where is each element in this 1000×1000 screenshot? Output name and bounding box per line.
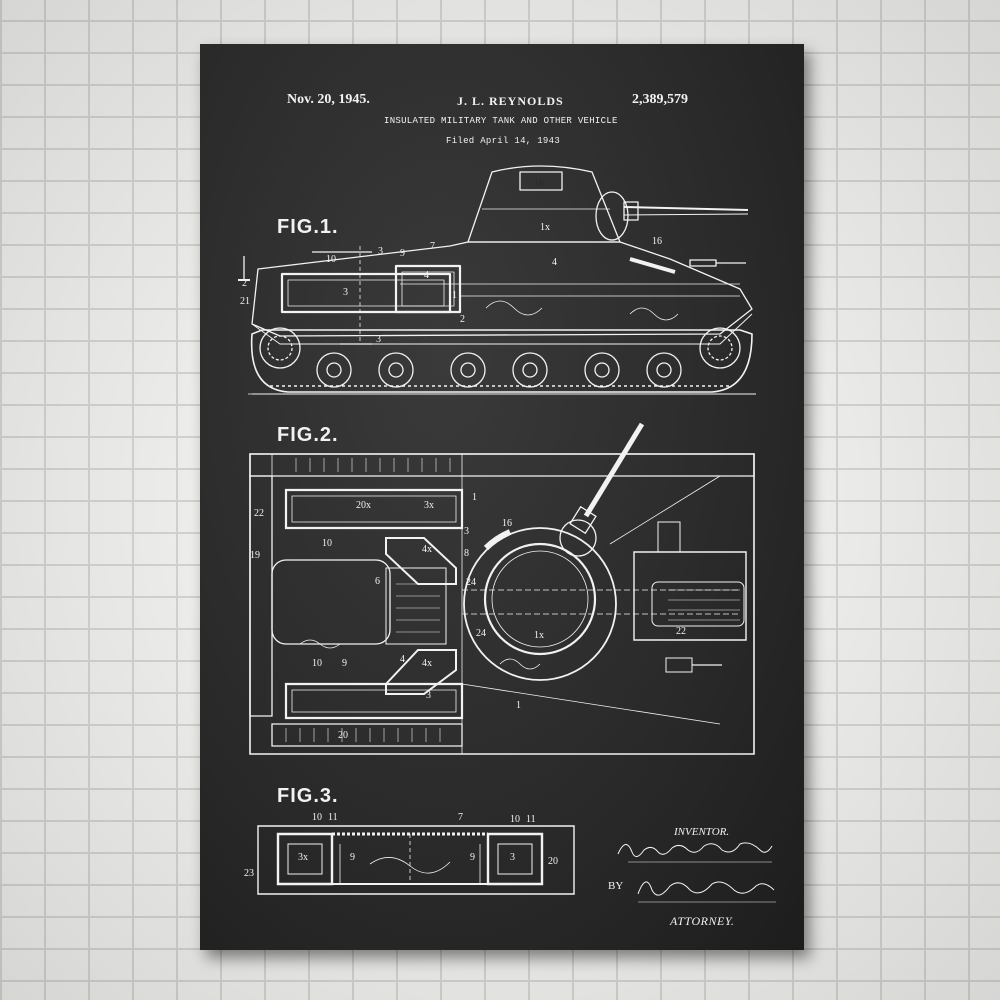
ref-fig1: 9 xyxy=(400,248,405,259)
ref-fig1: 4 xyxy=(552,257,557,268)
patent-date: Nov. 20, 1945. xyxy=(287,92,370,107)
fig1-track xyxy=(252,330,752,392)
fig2-compartment-l xyxy=(386,538,456,584)
ref-fig1: 1x xyxy=(540,222,550,233)
ref-fig2: 1x xyxy=(534,630,544,641)
ref-fig2: 24 xyxy=(466,577,476,588)
ref-fig1: 21 xyxy=(240,296,250,307)
patent-title: INSULATED MILITARY TANK AND OTHER VEHICL… xyxy=(384,116,618,126)
fig1-road-wheel xyxy=(451,353,485,387)
fig1-road-wheel xyxy=(317,353,351,387)
fig2-turret-ring xyxy=(464,528,616,680)
fig3-label: FIG.3. xyxy=(277,785,339,807)
fig3-compartment-right xyxy=(488,834,542,884)
fig1-gun xyxy=(624,207,748,210)
fig3-outline xyxy=(258,826,574,894)
ref-fig3: 11 xyxy=(526,814,536,825)
ref-fig3: 23 xyxy=(244,868,254,879)
ref-fig3: 9 xyxy=(470,852,475,863)
fig2-label: FIG.2. xyxy=(277,424,339,446)
ref-fig1: 4 xyxy=(424,270,429,281)
fig2-gun xyxy=(586,424,642,516)
inventor-label: INVENTOR. xyxy=(674,826,730,838)
fig3-cross-section xyxy=(200,44,804,950)
ref-fig2: 19 xyxy=(250,550,260,561)
attorney-label: ATTORNEY. xyxy=(670,914,735,928)
ref-fig3: 9 xyxy=(350,852,355,863)
ref-fig2: 4x xyxy=(422,658,432,669)
inventor-signature-image xyxy=(200,44,804,950)
ref-fig2: 10 xyxy=(312,658,322,669)
ref-fig2: 6 xyxy=(375,576,380,587)
ref-fig1: 3 xyxy=(376,334,381,345)
ref-fig2: 4 xyxy=(400,654,405,665)
fig1-label: FIG.1. xyxy=(277,216,339,238)
ref-fig2: 3 xyxy=(426,690,431,701)
ref-fig2: 16 xyxy=(502,518,512,529)
ref-fig1: 10 xyxy=(326,254,336,265)
ref-fig2: 9 xyxy=(342,658,347,669)
ref-fig2: 4x xyxy=(422,544,432,555)
ref-fig2: 22 xyxy=(676,626,686,637)
fig2-compartment-l-bottom xyxy=(386,650,456,694)
fig1-tank-side-view xyxy=(200,44,804,950)
ref-fig1: 16 xyxy=(652,236,662,247)
ref-fig2: 20x xyxy=(356,500,371,511)
fig1-sprocket-front xyxy=(700,328,740,368)
fig2-engine-bay xyxy=(272,560,390,644)
by-label: BY xyxy=(608,880,624,892)
patent-poster: Nov. 20, 1945. J. L. REYNOLDS 2,389,579 … xyxy=(200,44,804,950)
ref-fig2: 24 xyxy=(476,628,486,639)
ref-fig1: 7 xyxy=(430,241,435,252)
patent-number: 2,389,579 xyxy=(632,92,688,107)
ref-fig1: 2 xyxy=(242,278,247,289)
ref-fig3: 10 xyxy=(510,814,520,825)
fig1-road-wheel xyxy=(585,353,619,387)
ref-fig2: 3 xyxy=(464,526,469,537)
ref-fig1: 3 xyxy=(378,246,383,257)
fig1-mantlet xyxy=(596,192,628,240)
patent-inventor-name: J. L. REYNOLDS xyxy=(457,94,564,108)
ref-fig2: 10 xyxy=(322,538,332,549)
ref-fig2: 8 xyxy=(464,548,469,559)
fig2-driver-station xyxy=(634,552,746,640)
ref-fig2: 1 xyxy=(516,700,521,711)
ref-fig2: 22 xyxy=(254,508,264,519)
ref-fig1: 1 xyxy=(452,290,457,301)
ref-fig3: 11 xyxy=(328,812,338,823)
fig2-tank-plan-view xyxy=(200,44,804,950)
fig1-road-wheel xyxy=(379,353,413,387)
ref-fig3: 10 xyxy=(312,812,322,823)
fig1-compartment-rear xyxy=(282,274,450,312)
ref-fig2: 3x xyxy=(424,500,434,511)
fig3-compartment-left xyxy=(278,834,332,884)
fig1-road-wheel xyxy=(513,353,547,387)
fig1-hull-upper xyxy=(252,242,752,336)
ref-fig3: 20 xyxy=(548,856,558,867)
ref-fig1: 16 xyxy=(534,178,544,189)
fig1-road-wheel xyxy=(647,353,681,387)
ref-fig3: 3x xyxy=(298,852,308,863)
ref-fig3: 7 xyxy=(458,812,463,823)
ref-fig2: 1 xyxy=(472,492,477,503)
fig1-hatch xyxy=(520,172,562,190)
ref-fig1: 2 xyxy=(460,314,465,325)
fig1-sprocket-rear xyxy=(260,328,300,368)
ref-fig3: 3 xyxy=(510,852,515,863)
fig1-compartment-front xyxy=(396,266,460,312)
ref-fig1: 3 xyxy=(343,287,348,298)
fig1-front-gun xyxy=(630,259,675,272)
ref-fig2: 20 xyxy=(338,730,348,741)
fig1-turret xyxy=(468,166,620,242)
patent-filed-date: Filed April 14, 1943 xyxy=(446,136,561,146)
